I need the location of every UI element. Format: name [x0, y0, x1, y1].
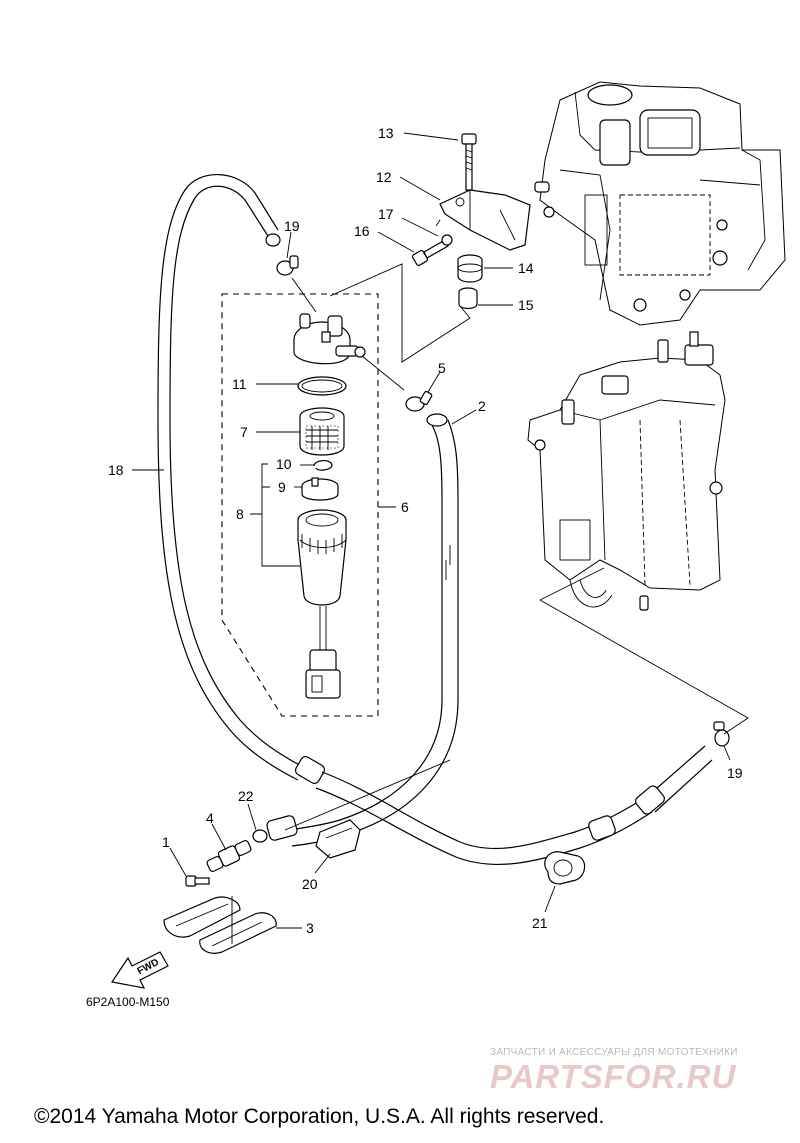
clamp-21 [544, 851, 586, 885]
collar-9 [301, 477, 339, 501]
callout-12: 12 [376, 169, 392, 185]
callout-9: 9 [278, 479, 286, 495]
callout-8: 8 [236, 506, 244, 522]
watermark-tagline: ЗАПЧАСТИ И АКСЕССУАРЫ ДЛЯ МОТОТЕХНИКИ [490, 1047, 738, 1058]
circlip-10 [313, 460, 333, 471]
leader-lines [132, 132, 749, 929]
bolt-13 [461, 133, 477, 191]
callout-7: 7 [240, 424, 248, 440]
callout-20: 20 [302, 876, 318, 892]
bolt-1 [185, 875, 210, 887]
callout-4: 4 [206, 810, 214, 826]
callout-22: 22 [238, 788, 254, 804]
pump-assembly-6-box [221, 293, 379, 717]
hose-18 [157, 174, 713, 866]
callout-14: 14 [518, 260, 534, 276]
clip-5 [405, 390, 433, 412]
washer-17 [441, 234, 453, 246]
callout-17: 17 [378, 206, 394, 222]
callout-3: 3 [306, 920, 314, 936]
callout-21: 21 [532, 915, 548, 931]
o-ring-11-inner [301, 379, 343, 393]
watermark: ЗАПЧАСТИ И АКСЕССУАРЫ ДЛЯ МОТОТЕХНИКИ PA… [490, 1047, 738, 1095]
collar-15 [458, 287, 478, 310]
callout-18: 18 [108, 462, 124, 478]
hose-2 [266, 413, 459, 847]
engine-upper-assembly [534, 81, 786, 326]
copyright-notice: ©2014 Yamaha Motor Corporation, U.S.A. A… [34, 1105, 604, 1128]
callout-11: 11 [232, 376, 247, 392]
bolt-16 [411, 239, 449, 267]
grommet-14 [457, 254, 483, 283]
callout-1: 1 [162, 834, 170, 850]
watermark-logo: PARTSFOR.RU [490, 1058, 736, 1095]
callout-19-lower: 19 [727, 765, 743, 781]
callout-6: 6 [401, 499, 409, 515]
callout-2: 2 [478, 398, 486, 414]
bracket-12 [439, 189, 531, 251]
fwd-arrow-icon: FWD [110, 951, 169, 989]
clip-19-upper [276, 255, 299, 276]
callout-16: 16 [354, 223, 370, 239]
fuel-pump-8 [297, 509, 347, 699]
engine-lower-assembly [527, 331, 726, 611]
callout-13: 13 [378, 125, 394, 141]
clip-22 [252, 829, 268, 843]
callout-15: 15 [518, 297, 534, 313]
clip-19-lower [713, 721, 730, 747]
callout-19-upper: 19 [284, 218, 300, 234]
callout-10: 10 [276, 456, 292, 472]
joint-4 [206, 839, 252, 873]
callout-labels: 13 12 17 16 14 15 19 11 7 10 9 8 6 5 2 1… [108, 125, 743, 936]
callout-5: 5 [438, 360, 446, 376]
diagram-code: 6P2A100-M150 [86, 995, 170, 1009]
cover-3 [163, 896, 277, 954]
filter-element-7 [299, 407, 345, 456]
filter-housing [293, 313, 366, 365]
holder-20 [315, 819, 361, 859]
